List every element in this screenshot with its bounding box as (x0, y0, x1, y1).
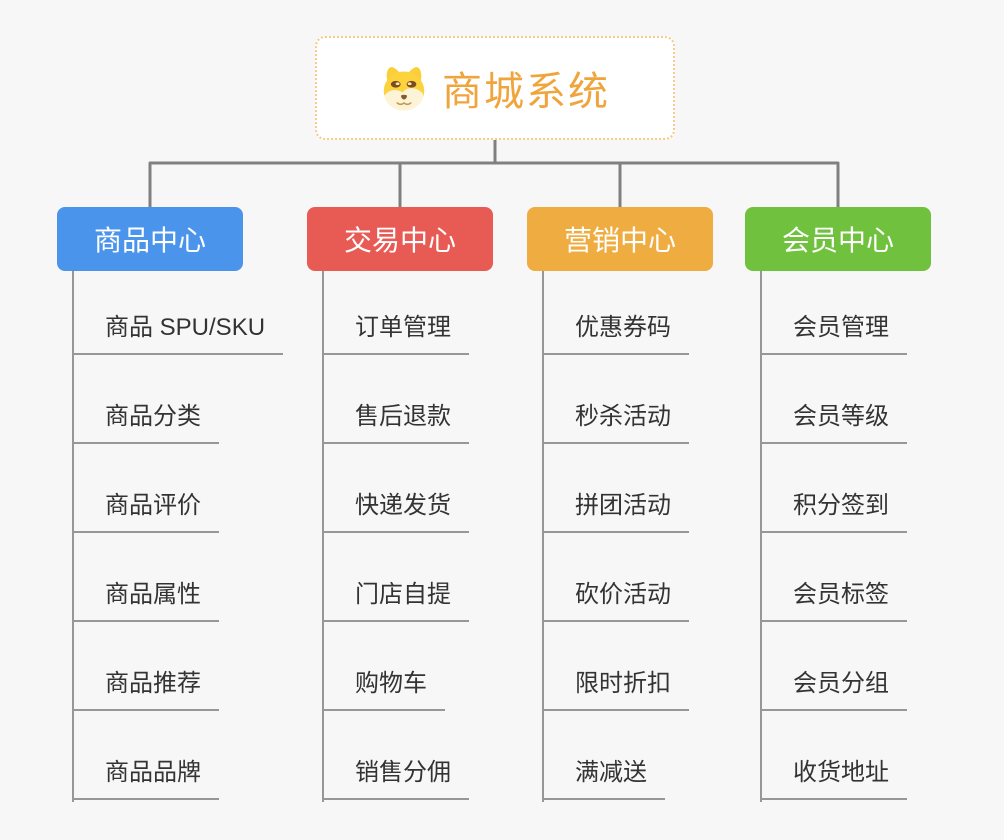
leaf-node[interactable]: 商品分类 (72, 403, 219, 444)
leaf-node[interactable]: 收货地址 (760, 759, 907, 800)
branch-node-trade-center[interactable]: 交易中心 (307, 207, 493, 271)
branch-line (760, 271, 762, 802)
root-node[interactable]: 商城系统 (315, 36, 675, 140)
leaf-node[interactable]: 满减送 (542, 759, 665, 800)
branch-product-center: 商品中心 商品 SPU/SKU 商品分类 商品评价 商品属性 商品推荐 商品品牌 (57, 0, 317, 840)
leaf-node[interactable]: 商品属性 (72, 581, 219, 622)
leaf-node[interactable]: 拼团活动 (542, 492, 689, 533)
branch-line (322, 271, 324, 802)
leaf-node[interactable]: 商品推荐 (72, 670, 219, 711)
tree-connectors (148, 140, 840, 207)
leaf-node[interactable]: 秒杀活动 (542, 403, 689, 444)
leaf-node[interactable]: 商品品牌 (72, 759, 219, 800)
leaf-node[interactable]: 售后退款 (322, 403, 469, 444)
branch-line (72, 271, 74, 802)
leaf-node[interactable]: 门店自提 (322, 581, 469, 622)
branch-line (542, 271, 544, 802)
leaf-node[interactable]: 订单管理 (322, 314, 469, 355)
leaf-node[interactable]: 优惠券码 (542, 314, 689, 355)
branch-marketing-center: 营销中心 优惠券码 秒杀活动 拼团活动 砍价活动 限时折扣 满减送 (527, 0, 787, 840)
leaf-node[interactable]: 积分签到 (760, 492, 907, 533)
leaf-node[interactable]: 砍价活动 (542, 581, 689, 622)
branch-member-center: 会员中心 会员管理 会员等级 积分签到 会员标签 会员分组 收货地址 (745, 0, 1004, 840)
leaf-node[interactable]: 购物车 (322, 670, 445, 711)
leaf-node[interactable]: 商品 SPU/SKU (72, 314, 284, 355)
branch-node-marketing-center[interactable]: 营销中心 (527, 207, 713, 271)
branch-node-member-center[interactable]: 会员中心 (745, 207, 931, 271)
leaf-node[interactable]: 会员等级 (760, 403, 907, 444)
leaf-node[interactable]: 销售分佣 (322, 759, 469, 800)
leaf-node[interactable]: 快递发货 (322, 492, 469, 533)
leaf-node[interactable]: 会员分组 (760, 670, 907, 711)
branch-trade-center: 交易中心 订单管理 售后退款 快递发货 门店自提 购物车 销售分佣 (307, 0, 567, 840)
root-title: 商城系统 (442, 70, 610, 114)
leaf-node[interactable]: 商品评价 (72, 492, 219, 533)
doge-icon (380, 62, 428, 114)
leaf-node[interactable]: 限时折扣 (542, 670, 689, 711)
branch-node-product-center[interactable]: 商品中心 (57, 207, 243, 271)
leaf-node[interactable]: 会员标签 (760, 581, 907, 622)
leaf-node[interactable]: 会员管理 (760, 314, 907, 355)
